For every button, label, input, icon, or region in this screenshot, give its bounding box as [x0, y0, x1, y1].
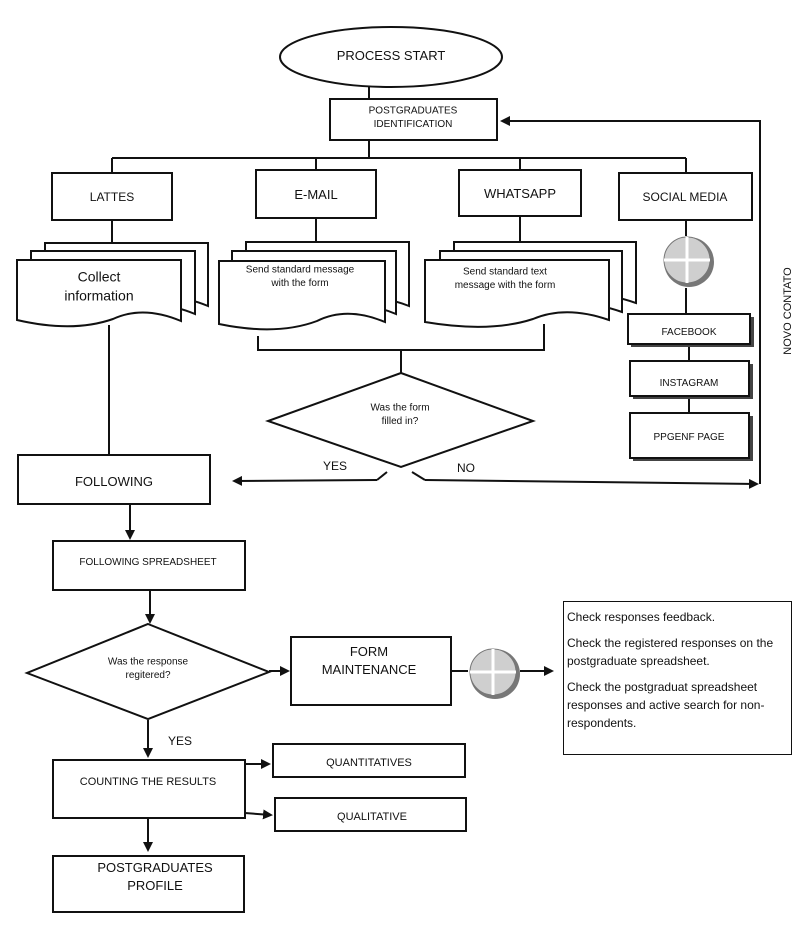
label-line: Send standard text	[463, 266, 547, 277]
lattes-label: LATTES	[90, 190, 134, 204]
label-line: information	[64, 287, 133, 303]
response-registered-label: Was the response regitered?	[108, 656, 189, 681]
form-filled-decision	[264, 371, 536, 469]
identification-box	[329, 98, 498, 141]
form-maintenance-label: FORM MAINTENANCE	[322, 644, 417, 677]
label-line: E-MAIL	[294, 187, 337, 202]
novo-contato-label: NOVO CONTATO	[782, 267, 794, 355]
label-line: SOCIAL MEDIA	[643, 190, 728, 204]
whatsapp-label: WHATSAPP	[484, 186, 556, 201]
qualitative-box	[274, 797, 467, 832]
form-filled-label: Was the form filled in?	[370, 402, 429, 427]
send-email-label: Send standard message with the form	[246, 264, 355, 289]
social-media-label: SOCIAL MEDIA	[643, 190, 728, 204]
label-line: IDENTIFICATION	[374, 119, 453, 130]
label-line: FORM	[350, 644, 388, 659]
label-line: WHATSAPP	[484, 186, 556, 201]
following-label: FOLLOWING	[75, 474, 153, 489]
maintenance-note: Check the postgraduat spreadsheet respon…	[567, 680, 765, 730]
following-spreadsheet-box	[52, 540, 246, 591]
label-line: regitered?	[125, 670, 170, 681]
facebook-box	[627, 313, 751, 345]
label-line: PROCESS START	[337, 48, 446, 63]
social-media-box	[618, 172, 753, 221]
identification-label: POSTGRADUATES IDENTIFICATION	[369, 105, 458, 130]
label-line: PPGENF PAGE	[654, 432, 725, 443]
label-line: FACEBOOK	[661, 327, 716, 338]
label-line: LATTES	[90, 190, 134, 204]
label-line: with the form	[270, 278, 328, 289]
quantitatives-box	[272, 743, 466, 778]
send-whatsapp-label: Send standard text message with the form	[455, 266, 556, 291]
label-line: QUALITATIVE	[337, 811, 407, 823]
social-media-junction-icon	[663, 236, 714, 287]
label-line: message with the form	[455, 280, 556, 291]
maintenance-note: Check the registered responses on the po…	[567, 636, 774, 668]
lattes-box	[51, 172, 173, 221]
label-line: PROFILE	[127, 878, 183, 893]
postgraduates-profile-box	[52, 855, 245, 913]
connectors	[108, 87, 761, 852]
counting-results-label: COUNTING THE RESULTS	[80, 776, 217, 788]
whatsapp-box	[458, 169, 582, 217]
yes-label-response: YES	[168, 734, 192, 748]
facebook-label: FACEBOOK	[661, 327, 716, 338]
label-line: Was the form	[370, 402, 429, 413]
no-label-form: NO	[457, 461, 475, 475]
collect-information-document	[16, 242, 209, 328]
send-email-document	[218, 241, 410, 331]
instagram-label: INSTAGRAM	[660, 378, 719, 389]
label-line: MAINTENANCE	[322, 662, 417, 677]
label-line: POSTGRADUATES	[369, 105, 458, 116]
form-maintenance-box	[290, 636, 452, 706]
label-line: filled in?	[382, 416, 419, 427]
counting-results-box	[52, 759, 246, 819]
label-line: INSTAGRAM	[660, 378, 719, 389]
yes-label-form: YES	[323, 459, 347, 473]
label-line: POSTGRADUATES	[97, 860, 213, 875]
postgraduates-profile-label: POSTGRADUATES PROFILE	[97, 860, 213, 893]
ppgenf-box	[629, 412, 750, 459]
ppgenf-label: PPGENF PAGE	[654, 432, 725, 443]
maintenance-junction-icon	[469, 648, 520, 699]
start-terminator	[279, 26, 503, 88]
email-box	[255, 169, 377, 219]
label-line: FOLLOWING	[75, 474, 153, 489]
send-whatsapp-document	[424, 241, 637, 328]
label-line: Send standard message	[246, 264, 355, 275]
instagram-box	[629, 360, 750, 397]
quantitatives-label: QUANTITATIVES	[326, 757, 412, 769]
label-line: FOLLOWING SPREADSHEET	[79, 557, 216, 568]
collect-information-label: Collect information	[64, 269, 133, 304]
response-registered-decision	[24, 622, 272, 721]
start-label: PROCESS START	[337, 48, 446, 63]
label-line: Was the response	[108, 656, 189, 667]
following-spreadsheet-label: FOLLOWING SPREADSHEET	[79, 557, 216, 568]
qualitative-label: QUALITATIVE	[337, 811, 407, 823]
label-line: Collect	[78, 269, 121, 285]
label-line: QUANTITATIVES	[326, 757, 412, 769]
maintenance-note: Check responses feedback.	[567, 610, 716, 624]
email-label: E-MAIL	[294, 187, 337, 202]
label-line: COUNTING THE RESULTS	[80, 776, 217, 788]
following-box	[17, 454, 211, 505]
maintenance-notes-box: Check responses feedback. Check the regi…	[563, 601, 792, 755]
